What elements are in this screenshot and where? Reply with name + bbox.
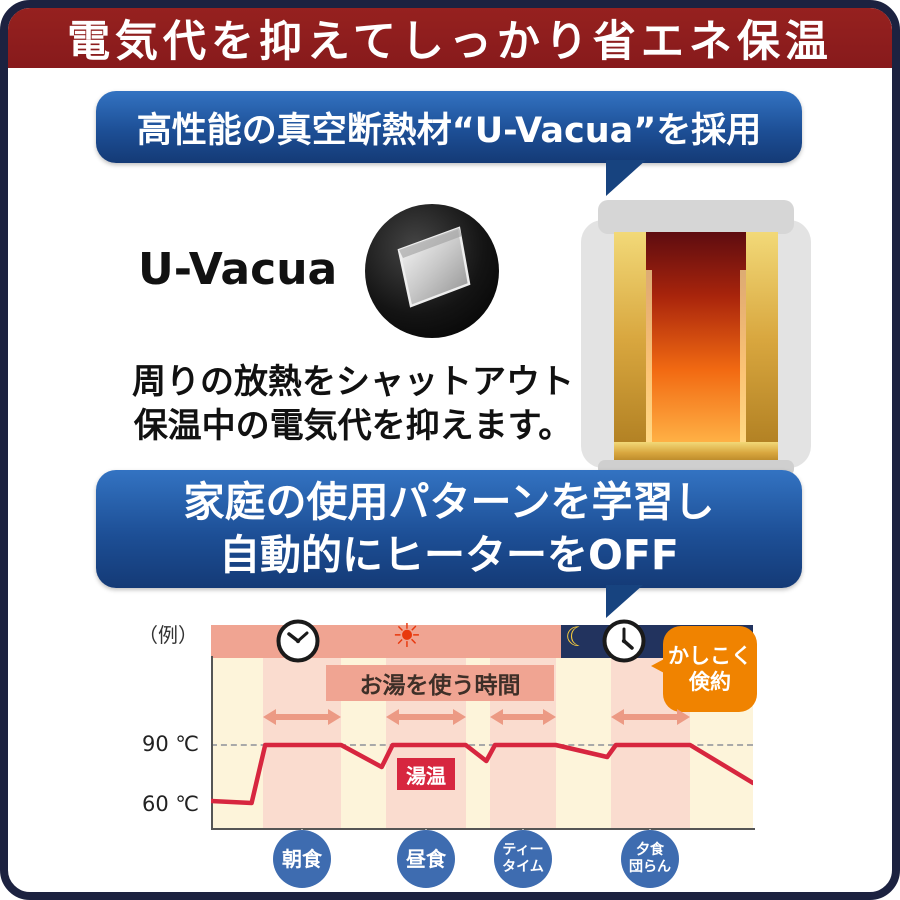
learning-banner: 家庭の使用パターンを学習し 自動的にヒーターをOFF: [96, 470, 802, 588]
savings-bubble-tail: [651, 658, 666, 674]
event-lunch: 昼食: [397, 830, 455, 888]
uvacua-product-name: U-Vacua: [138, 244, 338, 295]
moon-icon: ☾: [565, 622, 590, 653]
daytime-band: [211, 625, 561, 658]
vacua-banner: 高性能の真空断熱材“U-Vacua”を採用: [96, 91, 802, 163]
event-breakfast: 朝食: [273, 830, 331, 888]
example-label: （例）: [138, 623, 198, 647]
vacua-banner-text: 高性能の真空断熱材“U-Vacua”を採用: [136, 110, 762, 151]
x-axis-line: [211, 828, 755, 830]
clock-icon: [276, 619, 320, 663]
event-label: 団らん: [629, 859, 671, 875]
savings-bubble-line1: かしこく: [668, 643, 752, 668]
y-axis-line: [211, 656, 213, 830]
time-range-arrow: [490, 709, 556, 725]
time-range-arrow: [386, 709, 466, 725]
temperature-line-chart: [211, 742, 753, 806]
event-label: 夕食: [636, 842, 664, 859]
vacuum-panel-illustration: [397, 226, 471, 308]
learning-banner-line2: 自動的にヒーターをOFF: [219, 531, 679, 579]
sun-icon: ☀: [392, 616, 422, 655]
event-label: タイム: [502, 859, 544, 875]
vacua-desc-line1: 周りの放熱をシャットアウト: [132, 362, 574, 402]
time-range-arrow: [611, 709, 690, 725]
savings-bubble: かしこく 倹約: [663, 626, 757, 712]
savings-bubble-line2: 倹約: [689, 670, 731, 694]
hot-water-usage-label: お湯を使う時間: [326, 665, 554, 701]
learning-banner-line1: 家庭の使用パターンを学習し: [183, 477, 715, 526]
event-dinner: 夕食 団らん: [621, 830, 679, 888]
header-title: 電気代を抑えてしっかり省エネ保温: [67, 17, 833, 67]
learning-banner-tail: [606, 585, 643, 618]
time-range-arrow: [263, 709, 341, 725]
header-banner: 電気代を抑えてしっかり省エネ保温: [8, 8, 892, 68]
event-label: 昼食: [406, 847, 446, 871]
water-temp-label: 湯温: [397, 758, 455, 790]
event-label: 朝食: [282, 847, 322, 871]
y-axis-label-90: 90 ℃: [142, 732, 199, 756]
vacua-panel-icon: [365, 204, 499, 338]
gridline-90c: [211, 744, 753, 746]
vacua-banner-tail: [606, 160, 646, 196]
vacua-desc-line2: 保温中の電気代を抑えます。: [133, 406, 573, 446]
clock-icon: [602, 619, 646, 663]
event-teatime: ティー タイム: [494, 830, 552, 888]
event-label: ティー: [502, 842, 544, 859]
y-axis-label-60: 60 ℃: [142, 792, 199, 816]
